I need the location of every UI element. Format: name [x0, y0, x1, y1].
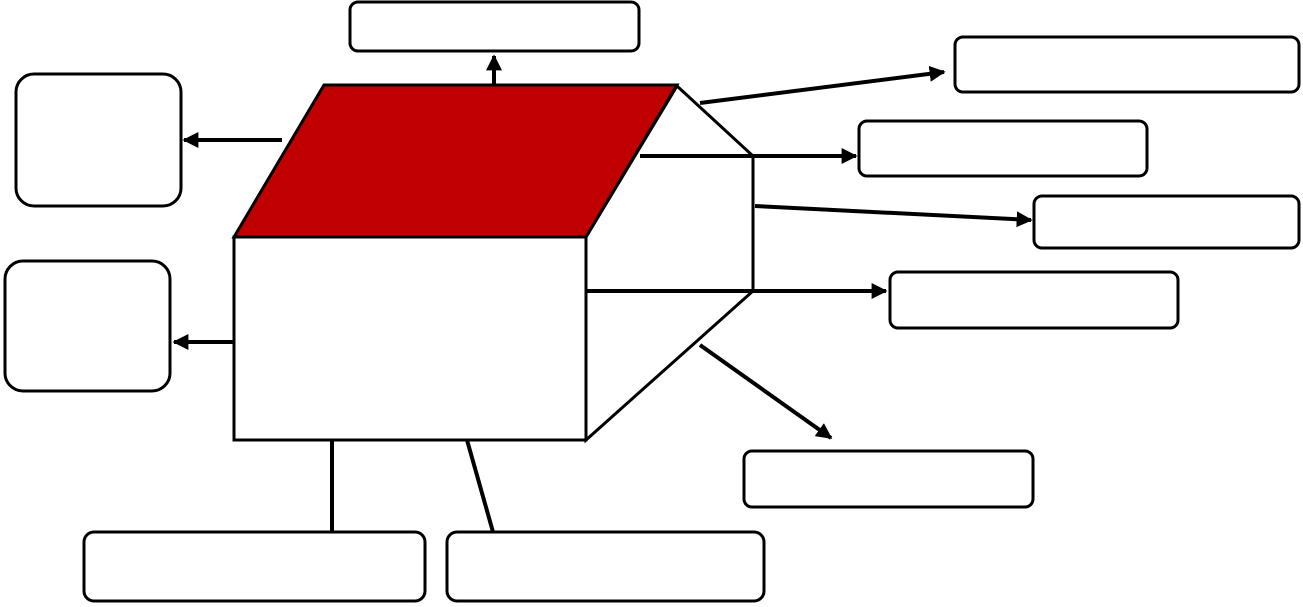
house-front-wall: [232, 235, 588, 442]
label-boxes: [3, 0, 1301, 603]
arrow-to-lower-right-box: [698, 343, 833, 440]
label-box-top[interactable]: [348, 0, 641, 53]
arrow-to-right-box-3: [754, 204, 1033, 228]
connectors: [172, 54, 1033, 533]
line-to-bottom-center-box: [465, 439, 495, 533]
arrow-to-right-box-1: [699, 65, 946, 105]
label-box-bottom-center[interactable]: [445, 530, 766, 603]
label-box-upper-left[interactable]: [14, 72, 183, 208]
label-box-right-3[interactable]: [1032, 194, 1301, 250]
label-box-right-2[interactable]: [857, 119, 1149, 178]
label-box-bottom-left[interactable]: [82, 530, 427, 603]
label-box-lower-left[interactable]: [3, 259, 172, 393]
house-roof: [231, 83, 680, 239]
label-box-lower-right[interactable]: [742, 449, 1035, 509]
house: [231, 83, 755, 444]
label-box-right-4[interactable]: [888, 270, 1180, 330]
label-box-right-1[interactable]: [953, 35, 1301, 94]
